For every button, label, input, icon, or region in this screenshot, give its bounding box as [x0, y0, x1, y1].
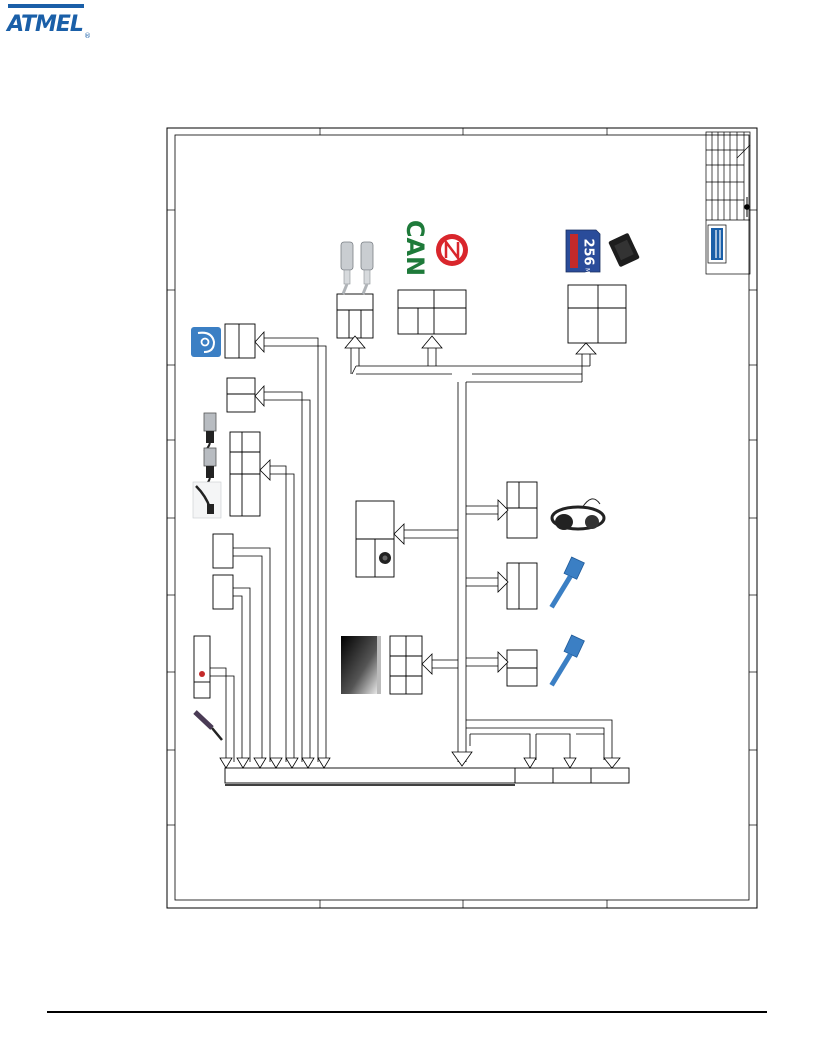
can-logo-icon: CAN — [401, 220, 429, 276]
sd-card-icon: 256 MB — [565, 229, 640, 277]
bus-lines — [210, 330, 621, 769]
sd-unit-text: MB — [584, 268, 591, 277]
footer-rule — [47, 1011, 767, 1013]
ethernet-block-2 — [506, 649, 538, 687]
registered-mark: ® — [84, 32, 90, 40]
usb-multi-block — [229, 431, 261, 517]
ethernet-cable-icon — [549, 556, 585, 687]
irda-icon — [191, 327, 221, 357]
mini-usb-cable-icon — [192, 481, 222, 519]
usb-host-block — [226, 377, 256, 413]
headphones-icon — [550, 498, 606, 531]
button-block-1 — [212, 533, 234, 569]
can-logo-text: CAN — [401, 220, 429, 276]
joystick-block — [355, 500, 395, 578]
title-block-atmel-logo — [711, 228, 723, 260]
lcd-block — [389, 635, 423, 695]
rs232-block — [336, 293, 374, 339]
atmel-footer-logo: ATMEL ® — [5, 4, 90, 40]
audio-block — [506, 481, 538, 539]
ethernet-block-1 — [506, 562, 538, 610]
db9-serial-connector-icon — [340, 241, 374, 295]
power-block — [193, 635, 211, 699]
usb-plug-icon — [203, 412, 217, 487]
led-indicator-icon — [199, 671, 205, 677]
button-block-2 — [212, 574, 234, 610]
sd-capacity-text: 256 — [581, 238, 596, 265]
lcd-panel-icon — [341, 636, 381, 694]
joystick-icon — [379, 552, 391, 564]
title-block — [705, 131, 751, 275]
irda-block — [224, 323, 256, 359]
dc-power-plug-icon — [193, 710, 223, 741]
can-lin-block — [397, 289, 467, 335]
n-logo-icon — [436, 234, 468, 266]
sd-card-block — [567, 284, 627, 344]
blocks — [193, 284, 630, 786]
drawing-frame — [166, 127, 758, 909]
mcu-bus-bar — [224, 767, 630, 786]
atmel-logo-text: ATMEL — [5, 12, 83, 37]
